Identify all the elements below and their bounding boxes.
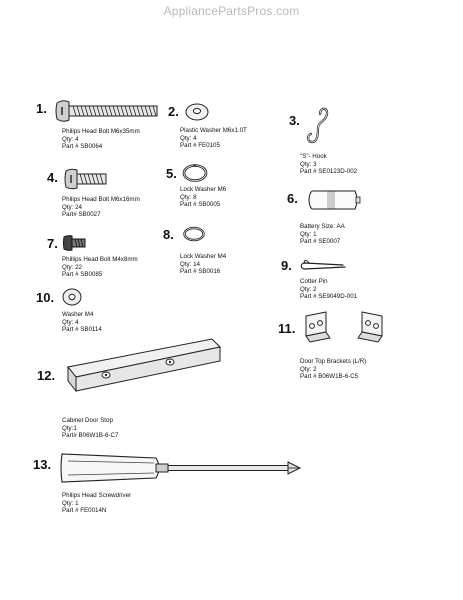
- part-qty: Qty: 4: [62, 318, 79, 326]
- part-info-9: Cotter Pin Qty: 2 Part # SE9049D-001: [300, 278, 357, 301]
- part-name: Lock Washer M4: [180, 253, 227, 260]
- part-number-3: 3.: [289, 113, 300, 128]
- part-qty: Qty: 8: [180, 193, 197, 201]
- part-info-3: "S"- Hook Qty: 3 Part # SE0123D-002: [300, 153, 357, 176]
- cotter-pin-icon: [300, 260, 346, 270]
- part-number-13: 13.: [33, 457, 52, 472]
- part-code: Part # SB0064: [62, 143, 103, 151]
- part-info-13: Philips Head Screwdriver Qty: 1 Part # F…: [62, 492, 131, 515]
- part-name: Door Top Brackets (L/R): [300, 358, 367, 365]
- part-number-8: 8.: [163, 227, 174, 242]
- long-bolt-icon: [55, 100, 158, 122]
- plastic-washer-icon: [185, 103, 209, 121]
- part-qty: Qty: 22: [62, 263, 82, 271]
- watermark: AppliancePartsPros.com: [163, 4, 300, 18]
- part-qty: Qty: 24: [62, 203, 82, 211]
- part-name: Philips Head Screwdriver: [62, 492, 132, 499]
- part-qty: Qty: 2: [300, 285, 317, 293]
- part-code: Part # B06W1B-6-C5: [300, 373, 359, 381]
- part-qty: Qty: 4: [62, 135, 79, 143]
- part-info-5: Lock Washer M6 Qty: 8 Part # SB0005: [180, 186, 226, 209]
- part-info-8: Lock Washer M4 Qty: 14 Part # SB0016: [180, 253, 226, 276]
- door-stop-icon: [67, 338, 222, 393]
- medium-bolt-icon: [64, 168, 107, 190]
- part-info-2: Plastic Washer M6x1.0T Qty: 4 Part # FE0…: [180, 127, 247, 150]
- short-bolt-icon: [63, 235, 86, 251]
- part-qty: Qty: 1: [62, 499, 79, 507]
- part-number-4: 4.: [47, 170, 58, 185]
- part-qty: Qty: 4: [180, 134, 197, 142]
- part-number-2: 2.: [168, 104, 179, 119]
- part-name: Philips Head Bolt M6x16mm: [62, 196, 140, 203]
- door-brackets-icon: [305, 311, 383, 343]
- part-name: "S"- Hook: [300, 153, 327, 160]
- part-code: Part# SB0027: [62, 211, 101, 219]
- part-number-12: 12.: [37, 368, 56, 383]
- lock-washer-m4-icon: [183, 226, 205, 242]
- s-hook-icon: [307, 107, 329, 144]
- part-number-9: 9.: [281, 258, 292, 273]
- part-info-1: Philips Head Bolt M6x35mm Qty: 4 Part # …: [62, 128, 140, 151]
- part-code: Part# B06W1B-6-C7: [62, 432, 119, 440]
- part-name: Cotter Pin: [300, 278, 328, 285]
- part-name: Washer M4: [62, 311, 94, 318]
- part-code: Part # SB0114: [62, 326, 102, 334]
- lock-washer-m6-icon: [182, 164, 208, 182]
- part-qty: Qty:1: [62, 424, 77, 432]
- part-number-7: 7.: [47, 236, 58, 251]
- part-info-4: Philips Head Bolt M6x16mm Qty: 24 Part# …: [62, 196, 140, 219]
- screwdriver-icon: [60, 453, 302, 483]
- part-qty: Qty: 3: [300, 160, 317, 168]
- part-info-11: Door Top Brackets (L/R) Qty: 2 Part # B0…: [300, 358, 366, 381]
- part-qty: Qty: 2: [300, 365, 317, 373]
- part-number-1: 1.: [36, 101, 47, 116]
- part-code: Part # SE0123D-002: [300, 168, 358, 176]
- part-code: Part # SB0005: [180, 201, 221, 209]
- part-info-6: Battery Size: AA Qty: 1 Part # SE0007: [300, 223, 345, 246]
- part-qty: Qty: 14: [180, 260, 200, 268]
- part-info-12: Cabinet Door Stop Qty:1 Part# B06W1B-6-C…: [62, 417, 118, 440]
- part-name: Plastic Washer M6x1.0T: [180, 127, 247, 134]
- part-number-6: 6.: [287, 191, 298, 206]
- part-number-11: 11.: [278, 321, 296, 336]
- washer-m4-icon: [62, 288, 82, 306]
- part-code: Part # SE9049D-001: [300, 293, 358, 301]
- part-code: Part # SB0016: [180, 268, 221, 276]
- part-code: Part # SB0085: [62, 271, 103, 279]
- part-number-5: 5.: [166, 166, 177, 181]
- part-name: Philips Head Bolt M6x35mm: [62, 128, 140, 135]
- part-number-10: 10.: [36, 290, 55, 305]
- part-info-10: Washer M4 Qty: 4 Part # SB0114: [62, 311, 102, 334]
- part-info-7: Phillips Head Bolt M4x8mm Qty: 22 Part #…: [62, 256, 138, 279]
- battery-icon: [308, 190, 361, 210]
- part-code: Part # FE0014N: [62, 507, 107, 515]
- part-name: Battery Size: AA: [300, 223, 345, 230]
- part-name: Phillips Head Bolt M4x8mm: [62, 256, 138, 263]
- part-qty: Qty: 1: [300, 230, 317, 238]
- part-code: Part # SE0007: [300, 238, 341, 246]
- part-name: Cabinet Door Stop: [62, 417, 113, 424]
- part-name: Lock Washer M6: [180, 186, 227, 193]
- part-code: Part # FE0105: [180, 142, 220, 150]
